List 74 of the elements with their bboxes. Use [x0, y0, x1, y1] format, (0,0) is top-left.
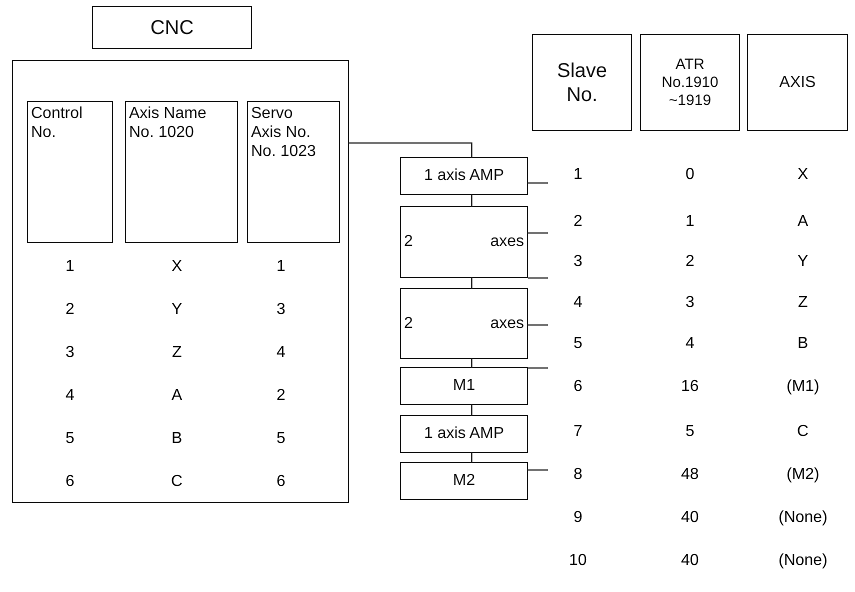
- table-value: A: [172, 387, 182, 405]
- connector-line: [471, 359, 472, 367]
- connector-line: [471, 195, 472, 206]
- header-box: ATR No.1910 ~1919: [640, 34, 740, 131]
- panel-frame: [12, 60, 349, 503]
- table-value: 9: [574, 509, 582, 527]
- table-value: 6: [66, 473, 74, 491]
- table-value: 5: [276, 430, 286, 448]
- header-box: Slave No.: [532, 34, 632, 131]
- table-value: X: [798, 166, 808, 184]
- amplifier-box: 2 axes: [400, 206, 528, 278]
- table-value: B: [172, 430, 182, 448]
- table-value: 3: [686, 294, 694, 312]
- table-value: 0: [686, 166, 694, 184]
- table-value: 5: [686, 423, 694, 441]
- header-box: Servo Axis No. No. 1023: [247, 101, 340, 243]
- connector-line: [528, 277, 548, 279]
- connector-line: [528, 367, 548, 369]
- table-value: Y: [172, 301, 182, 319]
- table-value: 1: [276, 258, 286, 276]
- table-value: 2: [686, 253, 694, 271]
- table-value: 3: [66, 344, 74, 362]
- table-value: 2: [276, 387, 286, 405]
- table-value: 2: [574, 213, 582, 231]
- table-value: 3: [276, 301, 286, 319]
- table-value: (None): [778, 509, 828, 527]
- table-value: 10: [569, 552, 587, 570]
- table-value: 1: [66, 258, 74, 276]
- connector-line: [528, 232, 548, 234]
- amplifier-box: 1 axis AMP: [400, 415, 528, 453]
- connector-line: [528, 182, 548, 184]
- connector-line: [471, 278, 472, 288]
- table-value: 3: [574, 253, 582, 271]
- table-value: 5: [574, 335, 582, 353]
- table-value: 40: [681, 552, 699, 570]
- connector-line: [349, 142, 472, 157]
- table-value: 8: [574, 466, 582, 484]
- table-value: 5: [66, 430, 74, 448]
- connector-line: [471, 405, 472, 415]
- table-value: 4: [574, 294, 582, 312]
- table-value: 6: [574, 378, 582, 396]
- table-value: Z: [798, 294, 808, 312]
- table-value: C: [797, 423, 809, 441]
- table-value: 4: [276, 344, 286, 362]
- table-value: 7: [574, 423, 582, 441]
- table-value: Y: [798, 253, 808, 271]
- connector-line: [471, 453, 472, 462]
- table-value: 16: [681, 378, 699, 396]
- amplifier-box: M1: [400, 367, 528, 405]
- header-box: AXIS: [747, 34, 848, 131]
- header-box: Control No.: [27, 101, 113, 243]
- table-value: (M2): [786, 466, 820, 484]
- table-value: 4: [66, 387, 74, 405]
- table-value: (M1): [786, 378, 820, 396]
- table-value: 4: [686, 335, 694, 353]
- table-value: A: [798, 213, 808, 231]
- title-box: CNC: [92, 6, 252, 49]
- table-value: Z: [172, 344, 182, 362]
- connector-line: [528, 324, 548, 326]
- table-value: (None): [778, 552, 828, 570]
- table-value: 1: [574, 166, 582, 184]
- table-value: 48: [681, 466, 699, 484]
- table-value: 1: [686, 213, 694, 231]
- connector-line: [528, 469, 548, 471]
- amplifier-box: 1 axis AMP: [400, 157, 528, 195]
- table-value: C: [171, 473, 183, 491]
- amplifier-box: M2: [400, 462, 528, 500]
- table-value: 6: [276, 473, 286, 491]
- table-value: X: [172, 258, 182, 276]
- amplifier-box: 2 axes: [400, 288, 528, 359]
- table-value: 2: [66, 301, 74, 319]
- header-box: Axis Name No. 1020: [125, 101, 238, 243]
- table-value: 40: [681, 509, 699, 527]
- table-value: B: [798, 335, 808, 353]
